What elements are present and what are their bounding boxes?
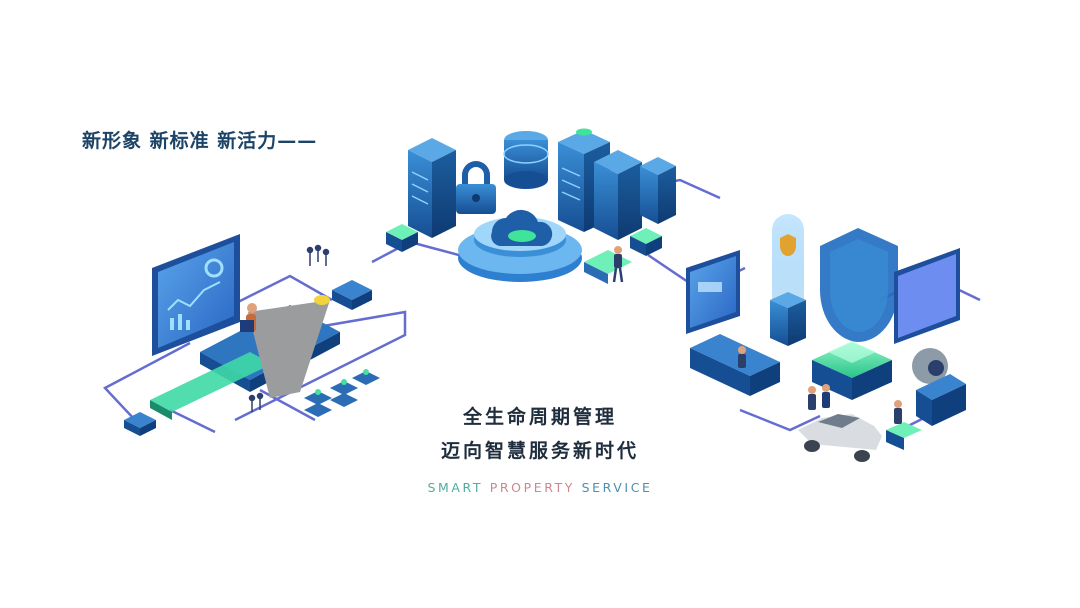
tagline-word-property: PROPERTY <box>489 480 576 495</box>
right-security-scene <box>686 214 966 462</box>
slogan-line-2: 迈向智慧服务新时代 <box>440 440 639 462</box>
slogan-block: 全生命周期管理 迈向智慧服务新时代 SMART PROPERTY SERVICE <box>380 402 700 495</box>
tagline-word-service: SERVICE <box>581 480 653 495</box>
slogan-line-1: 全生命周期管理 <box>462 406 617 428</box>
page-headline: 新形象 新标准 新活力—— <box>82 130 318 152</box>
left-workstation-scene <box>124 234 380 436</box>
english-tagline: SMART PROPERTY SERVICE <box>380 480 700 495</box>
central-server-cluster <box>386 128 676 284</box>
tagline-word-smart: SMART <box>427 480 484 495</box>
